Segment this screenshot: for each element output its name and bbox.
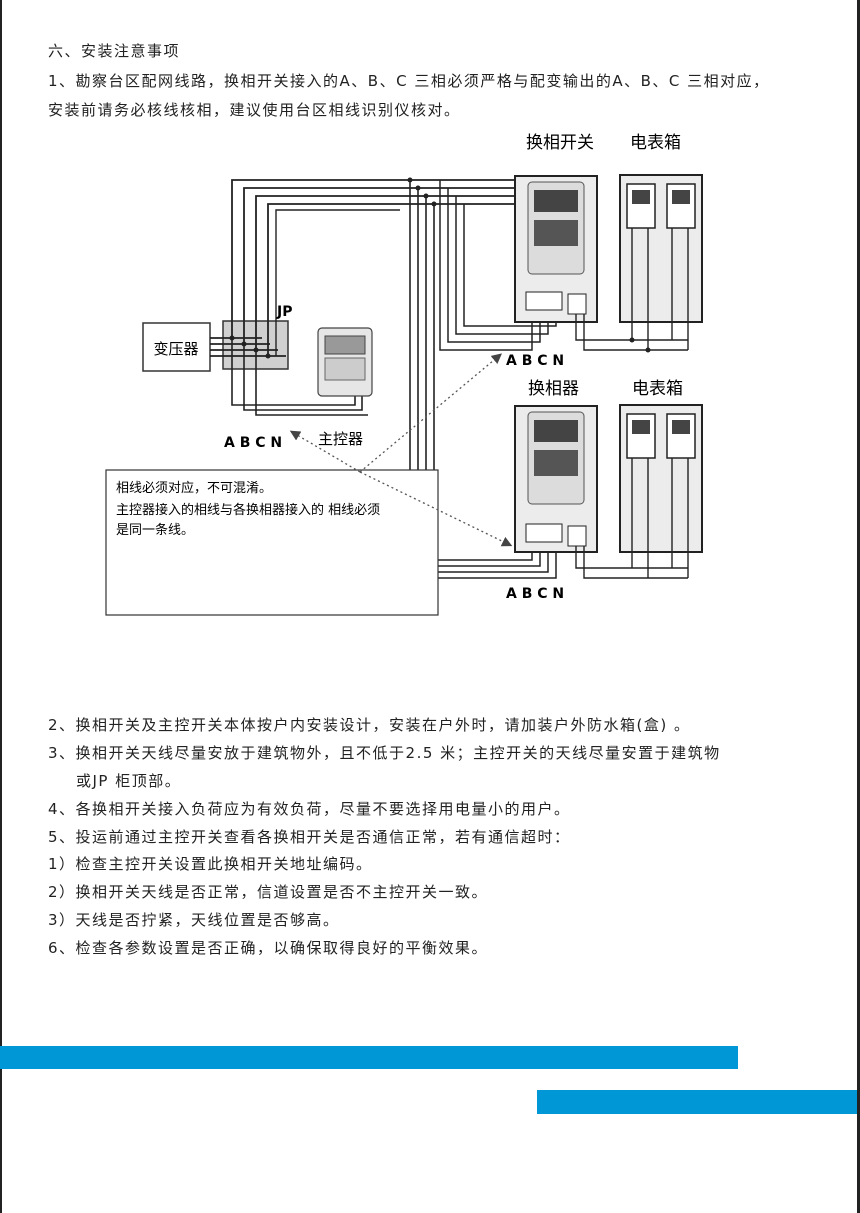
transformer-box bbox=[142, 322, 211, 372]
phase-labels-right-2: A B C N bbox=[506, 586, 564, 602]
item-3-line1: 3、换相开关天线尽量安放于建筑物外，且不低于2.5 米；主控开关的天线尽量安置于… bbox=[48, 744, 721, 762]
item-2: 2、换相开关及主控开关本体按户内安装设计，安装在户外时，请加装户外防水箱(盒) … bbox=[48, 716, 691, 734]
transformer-label: 变压器 bbox=[153, 340, 198, 358]
item-4: 4、各换相开关接入负荷应为有效负荷，尽量不要选择用电量小的用户。 bbox=[48, 800, 571, 818]
item-1-line2: 安装前请务必核线核相，建议使用台区相线识别仪核对。 bbox=[48, 101, 461, 119]
phase-changer-title: 换相器 bbox=[528, 379, 579, 399]
wiring-diagram: 变压器 JP A B C N 主控器 换相开关 电表箱 bbox=[105, 133, 703, 616]
jp-label: JP bbox=[276, 304, 292, 320]
note-line-2: 主控器接入的相线与各换相器接入的 相线必须 bbox=[116, 502, 380, 518]
item-5-1: 1）检查主控开关设置此换相开关地址编码。 bbox=[48, 855, 373, 873]
accent-bar-top bbox=[0, 1046, 738, 1069]
note-box bbox=[105, 469, 439, 616]
phase-labels-left: A B C N bbox=[224, 435, 282, 451]
page-border-left bbox=[0, 0, 2, 1213]
note-line-3: 是同一条线。 bbox=[116, 522, 194, 538]
section-title: 六、安装注意事项 bbox=[48, 42, 181, 60]
note-line-1: 相线必须对应，不可混淆。 bbox=[116, 480, 272, 496]
accent-bar-bottom bbox=[537, 1090, 857, 1114]
meter-box-title-2: 电表箱 bbox=[632, 379, 683, 399]
item-5-2: 2）换相开关天线是否正常，信道设置是否不主控开关一致。 bbox=[48, 883, 489, 901]
page-border-right bbox=[857, 0, 860, 1213]
item-5: 5、投运前通过主控开关查看各换相开关是否通信正常，若有通信超时： bbox=[48, 828, 571, 846]
item-1-line1: 1、勘察台区配网线路，换相开关接入的A、B、C 三相必须严格与配变输出的A、B、… bbox=[48, 72, 770, 90]
meter-box-title-1: 电表箱 bbox=[630, 133, 681, 153]
main-controller-label: 主控器 bbox=[318, 430, 363, 448]
phase-switch-title: 换相开关 bbox=[526, 133, 594, 153]
item-3-line2: 或JP 柜顶部。 bbox=[76, 772, 182, 790]
item-5-3: 3）天线是否拧紧，天线位置是否够高。 bbox=[48, 911, 340, 929]
phase-labels-right-1: A B C N bbox=[506, 353, 564, 369]
item-6: 6、检查各参数设置是否正确，以确保取得良好的平衡效果。 bbox=[48, 939, 489, 957]
